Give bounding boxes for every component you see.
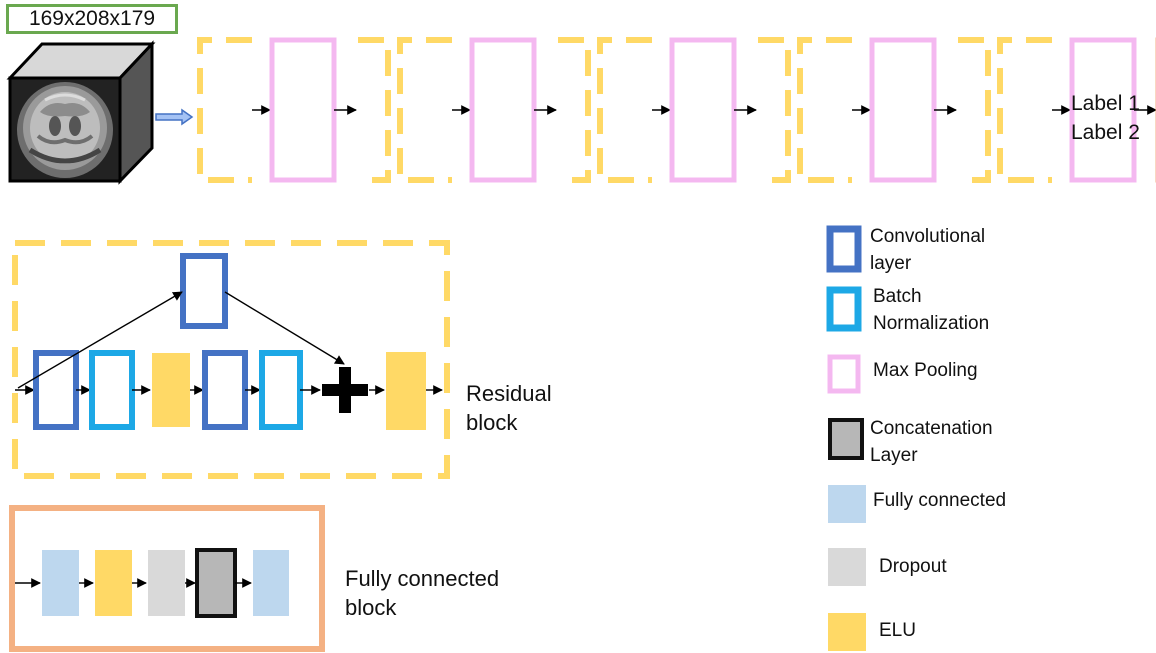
add-icon xyxy=(339,367,351,413)
fc-block-label-line2: block xyxy=(345,595,397,620)
legend-swatch-dropout xyxy=(828,548,866,586)
fc-layer-concatenation-3 xyxy=(195,548,237,618)
skip-arrow-out xyxy=(224,291,345,365)
residual-block-frame xyxy=(12,240,450,479)
fc-layer-fully-connected-4 xyxy=(253,550,289,616)
pipeline xyxy=(197,37,1156,183)
skip-arrow-in xyxy=(17,291,183,389)
pipeline-max-pooling-3 xyxy=(469,37,537,183)
residual-skip-conv xyxy=(180,253,228,329)
fc-block-frame xyxy=(9,505,325,652)
pipeline-residual-edge-7 xyxy=(958,37,991,183)
legend-concat-line2: Layer xyxy=(870,445,918,466)
pipeline-residual-block-2 xyxy=(397,37,452,183)
legend-swatch-elu xyxy=(828,613,866,651)
pipeline-residual-block-0 xyxy=(197,37,252,183)
legend-swatch-fc xyxy=(828,485,866,523)
fc-layer-elu-1 xyxy=(95,550,132,616)
pipeline-residual-edge-3 xyxy=(558,37,591,183)
output-label-2: Label 2 xyxy=(1071,121,1140,144)
output-label-1: Label 1 xyxy=(1071,92,1140,115)
legend-bn-line1: Batch xyxy=(873,286,922,307)
legend-bn-line2: Normalization xyxy=(873,313,990,334)
pipeline-residual-block-6 xyxy=(797,37,852,183)
legend-swatch-bn xyxy=(826,286,862,332)
legend-swatch-conv xyxy=(826,225,862,273)
legend-elu-label: ELU xyxy=(879,620,916,641)
pipeline-residual-block-8 xyxy=(997,37,1052,183)
pipeline-residual-edge-5 xyxy=(758,37,791,183)
pipeline-residual-edge-1 xyxy=(358,37,391,183)
fc-block-label-line1: Fully connected xyxy=(345,566,500,591)
pipeline-max-pooling-9 xyxy=(1069,37,1137,183)
fc-layer-fully-connected-0 xyxy=(42,550,79,616)
residual-block-label-line1: Residual xyxy=(466,381,552,406)
legend-pool-label: Max Pooling xyxy=(873,360,978,381)
residual-conv-1 xyxy=(33,350,79,430)
pipeline-max-pooling-7 xyxy=(869,37,937,183)
fc-block xyxy=(15,548,289,618)
residual-block xyxy=(15,253,443,430)
legend-swatch-pool xyxy=(827,354,861,394)
mri-input-cube xyxy=(6,40,156,185)
residual-elu-2 xyxy=(386,352,426,430)
brain-scan-image xyxy=(17,82,113,178)
residual-block-label-line2: block xyxy=(466,410,518,435)
input-arrow-icon xyxy=(155,108,194,126)
pipeline-max-pooling-1 xyxy=(269,37,337,183)
pipeline-max-pooling-5 xyxy=(669,37,737,183)
residual-bn-1 xyxy=(89,350,135,430)
legend-dropout-label: Dropout xyxy=(879,556,947,577)
legend xyxy=(826,225,866,651)
residual-bn-2 xyxy=(259,350,303,430)
legend-concat-line1: Concatenation xyxy=(870,418,993,439)
legend-conv-line1: Convolutional xyxy=(870,226,986,247)
legend-conv-line2: layer xyxy=(870,253,912,274)
pipeline-residual-block-4 xyxy=(597,37,652,183)
legend-swatch-concat xyxy=(828,418,864,460)
residual-elu-1 xyxy=(152,353,190,427)
residual-conv-2 xyxy=(202,350,248,430)
fc-layer-dropout-2 xyxy=(148,550,185,616)
input-size-label: 169x208x179 xyxy=(6,4,178,34)
legend-fc-label: Fully connected xyxy=(873,490,1007,511)
